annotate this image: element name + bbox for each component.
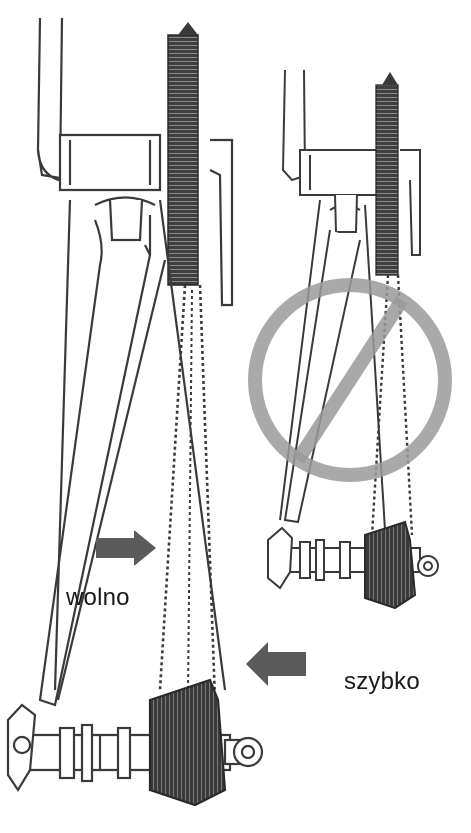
left-chain-upper <box>158 284 187 691</box>
right-cassette <box>364 520 417 610</box>
right-quick-release <box>267 526 294 590</box>
left-bottom-bracket <box>58 133 162 192</box>
label-slow: wolno <box>66 584 130 611</box>
label-fast: szybko <box>344 668 420 695</box>
arrow-fast-icon <box>246 642 306 686</box>
left-cassette <box>148 678 227 807</box>
right-chain-lower <box>396 274 414 536</box>
no-symbol-icon <box>248 278 452 482</box>
left-crank-arm <box>36 17 64 180</box>
arrow-slow-icon <box>96 530 156 566</box>
incorrect-setup-drawing <box>267 69 439 610</box>
left-chainring <box>167 34 199 286</box>
left-chainstay <box>38 215 152 707</box>
correct-setup-drawing <box>6 17 264 807</box>
left-right-crank <box>209 138 234 307</box>
left-chain-lower <box>198 284 217 701</box>
right-chainring <box>375 84 399 276</box>
